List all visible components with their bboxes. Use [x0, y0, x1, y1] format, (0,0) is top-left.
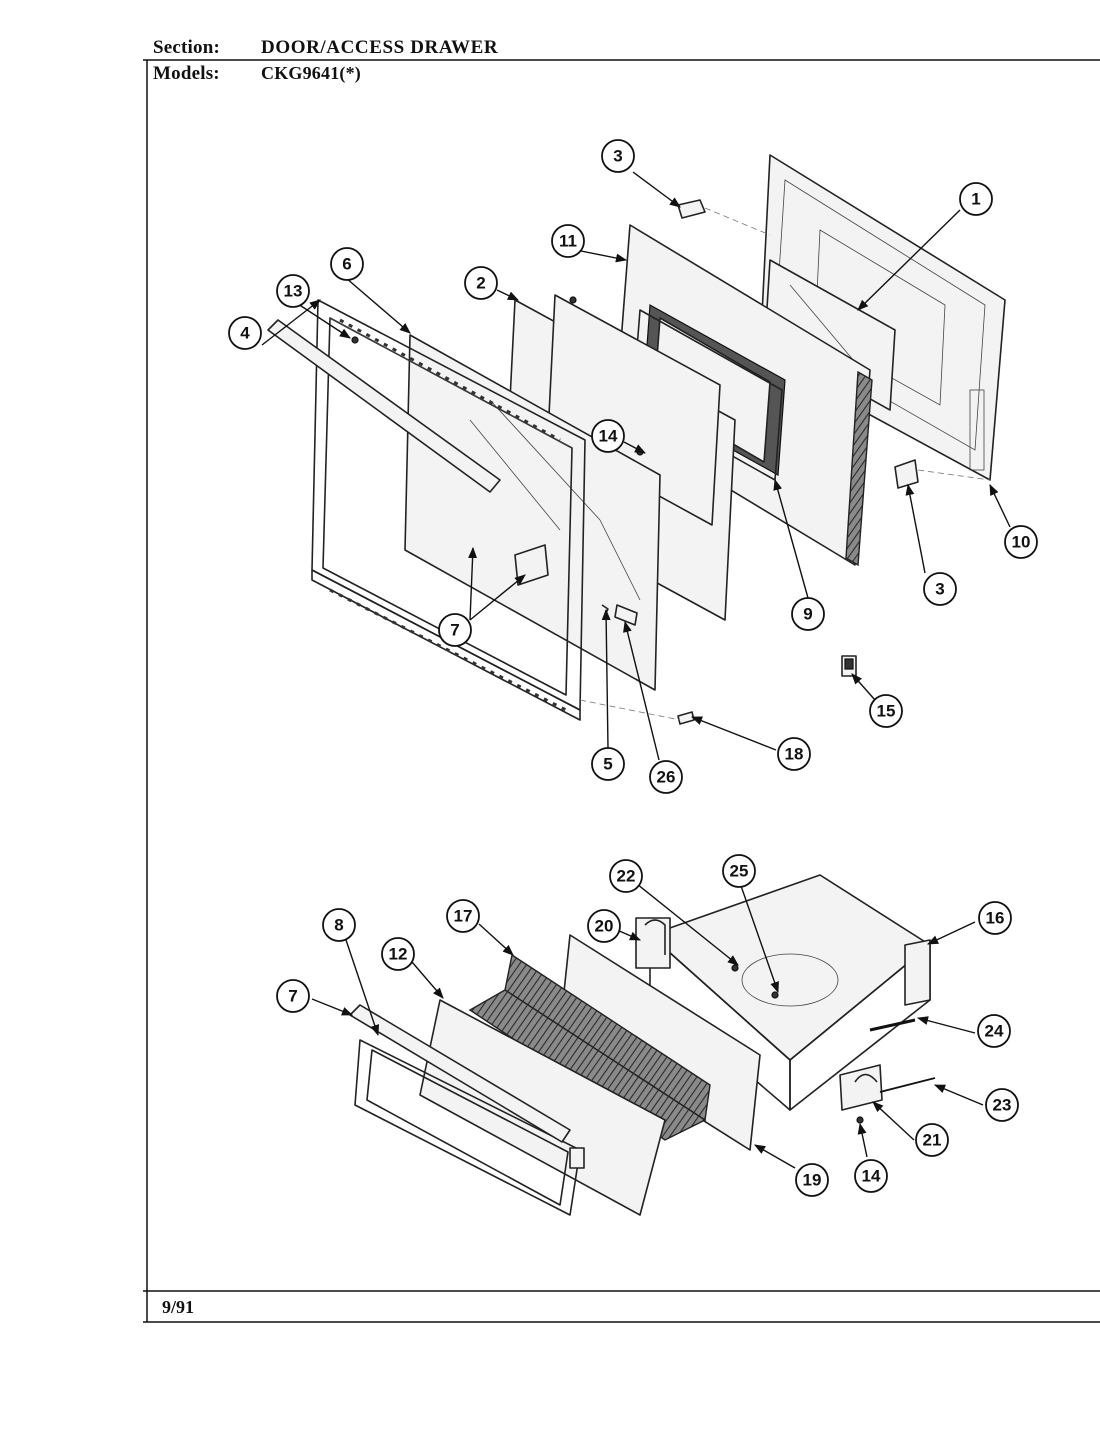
- callout-22: 22: [609, 859, 643, 893]
- callout-18: 18: [777, 737, 811, 771]
- callout-1: 1: [959, 182, 993, 216]
- svg-text:23: 23: [993, 1096, 1012, 1115]
- svg-text:14: 14: [862, 1167, 881, 1186]
- part-roller-bracket-right: [839, 1064, 883, 1111]
- svg-text:14: 14: [599, 427, 618, 446]
- svg-text:10: 10: [1012, 533, 1031, 552]
- svg-text:26: 26: [657, 768, 676, 787]
- svg-text:1: 1: [971, 190, 980, 209]
- callout-6: 6: [330, 247, 364, 281]
- callout-8: 8: [322, 908, 356, 942]
- callout-14-top: 14: [591, 419, 625, 453]
- svg-text:9: 9: [803, 605, 812, 624]
- svg-text:13: 13: [284, 282, 303, 301]
- revision-date: 9/91: [162, 1297, 195, 1317]
- callout-11: 11: [551, 224, 585, 258]
- callout-4: 4: [228, 316, 262, 350]
- svg-text:24: 24: [985, 1022, 1004, 1041]
- svg-text:8: 8: [334, 916, 343, 935]
- part-drawer-outer-panel: [419, 999, 666, 1216]
- svg-text:15: 15: [877, 702, 896, 721]
- models-value: CKG9641(*): [261, 63, 361, 83]
- svg-text:3: 3: [935, 580, 944, 599]
- callout-13: 13: [276, 274, 310, 308]
- callout-23: 23: [985, 1088, 1019, 1122]
- part-hinge-bracket-bottom: [894, 459, 919, 489]
- part-hinge-bracket-top: [677, 199, 706, 219]
- part-roller-bracket-left: [635, 917, 671, 969]
- section-title: DOOR/ACCESS DRAWER: [261, 37, 499, 58]
- callout-3-bottom: 3: [923, 572, 957, 606]
- part-drawer-body: [649, 874, 931, 1111]
- svg-text:18: 18: [785, 745, 804, 764]
- part-drawer-insulation: [468, 953, 711, 1141]
- callout-2: 2: [464, 266, 498, 300]
- models-label: Models:: [153, 63, 220, 84]
- svg-text:19: 19: [803, 1171, 822, 1190]
- callout-26: 26: [649, 760, 683, 794]
- callout-24: 24: [977, 1014, 1011, 1048]
- svg-text:11: 11: [559, 232, 577, 251]
- svg-text:25: 25: [730, 862, 749, 881]
- callout-9: 9: [791, 597, 825, 631]
- callout-3-top: 3: [601, 139, 635, 173]
- callout-14-bottom: 14: [854, 1159, 888, 1193]
- part-pin-18: [677, 711, 695, 725]
- svg-text:6: 6: [342, 255, 351, 274]
- callout-7-top: 7: [438, 613, 472, 647]
- svg-text:3: 3: [613, 147, 622, 166]
- page-frame: [143, 59, 1100, 1323]
- part-screw-22: [731, 964, 739, 972]
- part-screw-25: [771, 991, 779, 999]
- svg-text:21: 21: [923, 1131, 942, 1150]
- svg-text:5: 5: [603, 755, 612, 774]
- part-screw-14b: [856, 1116, 864, 1124]
- leader-lines: [261, 171, 1011, 1169]
- part-switch: [841, 655, 857, 677]
- svg-text:7: 7: [450, 621, 459, 640]
- callout-7-bottom: 7: [276, 979, 310, 1013]
- part-rating-label: [614, 604, 638, 626]
- part-rod-24: [869, 1018, 916, 1032]
- callout-10: 10: [1004, 525, 1038, 559]
- part-outer-door-frame: [311, 299, 586, 721]
- callout-5: 5: [591, 747, 625, 781]
- svg-text:20: 20: [595, 917, 614, 936]
- callout-15: 15: [869, 694, 903, 728]
- callout-20: 20: [587, 909, 621, 943]
- callout-21: 21: [915, 1123, 949, 1157]
- callout-12: 12: [381, 937, 415, 971]
- part-drawer-handle: [349, 1004, 585, 1169]
- section-label: Section:: [153, 37, 221, 58]
- callout-16: 16: [978, 901, 1012, 935]
- part-outer-glass: [404, 334, 661, 691]
- svg-text:12: 12: [389, 945, 408, 964]
- svg-text:4: 4: [240, 324, 250, 343]
- part-drawer-trim: [354, 1039, 581, 1216]
- svg-text:2: 2: [476, 274, 485, 293]
- callout-17: 17: [446, 899, 480, 933]
- svg-text:22: 22: [617, 867, 636, 886]
- callout-19: 19: [795, 1163, 829, 1197]
- part-screw-13: [351, 336, 359, 344]
- svg-text:7: 7: [288, 987, 297, 1006]
- callout-25: 25: [722, 854, 756, 888]
- svg-text:16: 16: [986, 909, 1005, 928]
- svg-text:17: 17: [454, 907, 473, 926]
- part-rail-23: [879, 1077, 936, 1093]
